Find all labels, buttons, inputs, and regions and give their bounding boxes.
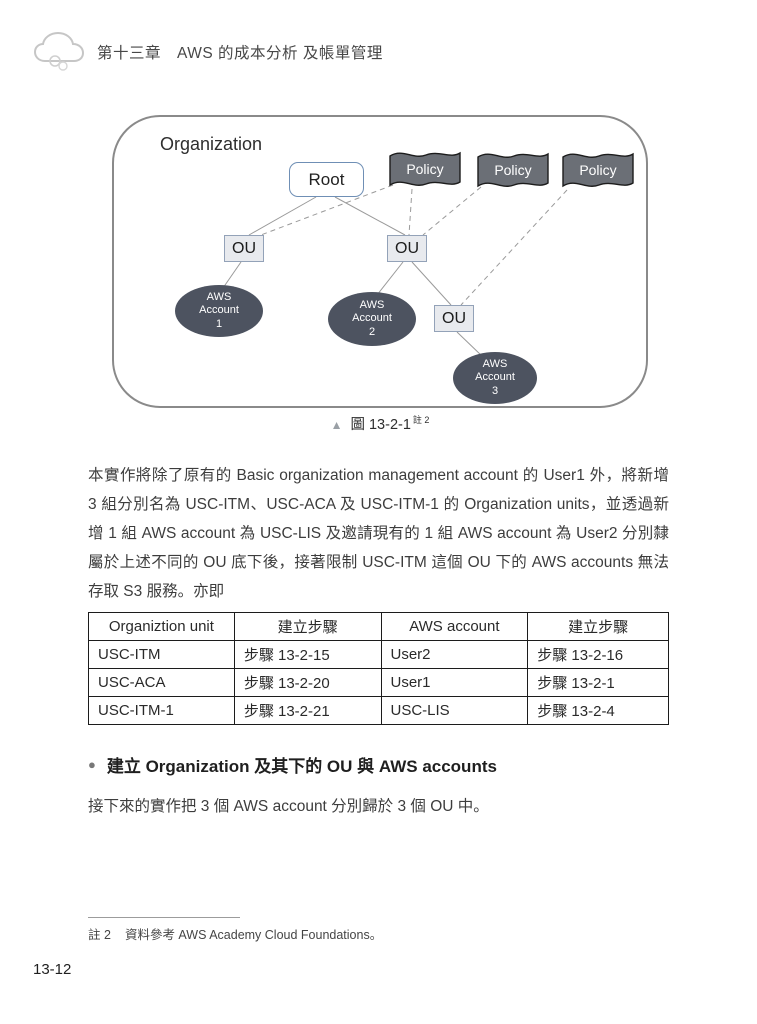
steps-table: Organiztion unit 建立步驟 AWS account 建立步驟 U… bbox=[88, 612, 669, 725]
aws-account-node-1: AWS Account 1 bbox=[175, 285, 263, 337]
figure-organization-diagram: Organization Root Policy Policy Policy O… bbox=[112, 115, 648, 408]
aws-account-node-2: AWS Account 2 bbox=[328, 292, 416, 346]
ou-node-1: OU bbox=[224, 235, 264, 262]
caption-text: 圖 13-2-1 bbox=[350, 417, 411, 433]
policy-flag-2-label: Policy bbox=[494, 162, 531, 178]
col-header-organization-unit: Organiztion unit bbox=[88, 612, 235, 641]
footnote-divider bbox=[88, 917, 240, 918]
cell-account-step: 步驟 13-2-4 bbox=[527, 696, 669, 725]
footnote-label: 註 2 bbox=[88, 928, 111, 942]
footnote: 註 2 資料參考 AWS Academy Cloud Foundations。 bbox=[88, 924, 382, 943]
section-heading-text: 建立 Organization 及其下的 OU 與 AWS accounts bbox=[106, 757, 497, 776]
chapter-name: AWS 的成本分析 及帳單管理 bbox=[177, 45, 383, 62]
table-header-row: Organiztion unit 建立步驟 AWS account 建立步驟 bbox=[88, 612, 669, 641]
chapter-header: 第十三章 AWS 的成本分析 及帳單管理 bbox=[33, 30, 383, 74]
table-row: USC-ITM-1 步驟 13-2-21 USC-LIS 步驟 13-2-4 bbox=[88, 696, 669, 725]
policy-flag-3-label: Policy bbox=[579, 162, 616, 178]
cell-account-name: User2 bbox=[380, 640, 529, 669]
cloud-icon bbox=[33, 31, 85, 71]
cell-ou-step: 步驟 13-2-21 bbox=[233, 696, 382, 725]
bullet-icon: ● bbox=[88, 757, 96, 772]
caption-triangle-icon: ▲ bbox=[330, 418, 343, 432]
cell-ou-name: USC-ITM bbox=[88, 640, 235, 669]
root-node: Root bbox=[289, 162, 364, 197]
table-row: USC-ACA 步驟 13-2-20 User1 步驟 13-2-1 bbox=[88, 668, 669, 697]
section-heading: ● 建立 Organization 及其下的 OU 與 AWS accounts bbox=[88, 752, 497, 777]
chapter-number: 第十三章 bbox=[97, 45, 162, 62]
follow-paragraph: 接下來的實作把 3 個 AWS account 分別歸於 3 個 OU 中。 bbox=[88, 798, 489, 815]
cell-account-name: USC-LIS bbox=[380, 696, 529, 725]
intro-paragraph: 本實作將除了原有的 Basic organization management … bbox=[88, 467, 669, 600]
cell-ou-step: 步驟 13-2-15 bbox=[233, 640, 382, 669]
organization-label: Organization bbox=[160, 134, 263, 154]
page-number: 13-12 bbox=[33, 961, 72, 978]
footnote-text: 資料參考 AWS Academy Cloud Foundations。 bbox=[124, 928, 383, 942]
caption-footnote-ref: 註 2 bbox=[412, 415, 430, 426]
ou-node-3: OU bbox=[434, 305, 474, 332]
chapter-title: 第十三章 AWS 的成本分析 及帳單管理 bbox=[97, 41, 383, 63]
cell-ou-name: USC-ITM-1 bbox=[88, 696, 235, 725]
aws-account-node-3: AWS Account 3 bbox=[453, 352, 537, 404]
col-header-create-step-1: 建立步驟 bbox=[233, 612, 382, 641]
col-header-aws-account: AWS account bbox=[380, 612, 529, 641]
policy-flag-2: Policy bbox=[477, 152, 549, 188]
col-header-create-step-2: 建立步驟 bbox=[527, 612, 669, 641]
cell-account-step: 步驟 13-2-16 bbox=[527, 640, 669, 669]
ou-node-2: OU bbox=[387, 235, 427, 262]
cell-ou-step: 步驟 13-2-20 bbox=[233, 668, 382, 697]
cell-ou-name: USC-ACA bbox=[88, 668, 235, 697]
cell-account-name: User1 bbox=[380, 668, 529, 697]
policy-flag-1-label: Policy bbox=[406, 161, 443, 177]
table-row: USC-ITM 步驟 13-2-15 User2 步驟 13-2-16 bbox=[88, 640, 669, 669]
policy-flag-1: Policy bbox=[389, 151, 461, 187]
policy-flag-3: Policy bbox=[562, 152, 634, 188]
cell-account-step: 步驟 13-2-1 bbox=[527, 668, 669, 697]
diagram-edges bbox=[222, 184, 568, 358]
